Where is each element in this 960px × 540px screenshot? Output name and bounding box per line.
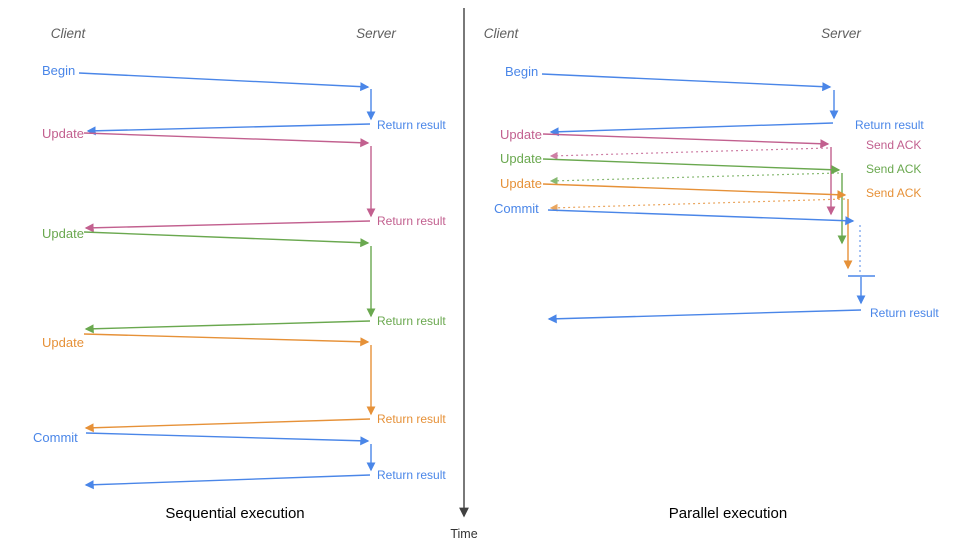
ack-arrow — [549, 198, 846, 212]
message-begin: Begin Return result — [505, 64, 924, 137]
time-axis-label: Time — [450, 527, 477, 540]
response-label: Send ACK — [866, 138, 921, 152]
request-arrow — [85, 432, 370, 446]
message-update-2: Update Return result — [42, 226, 446, 334]
request-arrow — [542, 133, 830, 149]
request-arrow — [78, 72, 370, 92]
response-arrow — [84, 320, 371, 334]
ack-arrow — [549, 147, 829, 160]
request-label: Update — [500, 151, 542, 166]
request-label: Commit — [33, 430, 78, 445]
response-label: Return result — [377, 412, 446, 426]
request-arrow — [541, 73, 832, 92]
message-update-1: Update Return result — [42, 126, 446, 233]
response-label: Return result — [377, 468, 446, 482]
message-begin: Begin Return result — [42, 63, 446, 136]
request-label: Update — [500, 127, 542, 142]
request-label: Update — [42, 335, 84, 350]
panel-title: Parallel execution — [669, 505, 787, 522]
request-label: Begin — [505, 64, 538, 79]
response-label: Return result — [855, 118, 924, 132]
response-arrow — [547, 309, 862, 324]
response-arrow — [549, 122, 834, 137]
message-update-3: Update Return result — [42, 333, 446, 433]
client-lifeline-header: Client — [484, 26, 520, 41]
server-lifeline-header: Server — [356, 26, 396, 41]
message-commit: Commit Return result — [494, 201, 939, 324]
request-label: Update — [42, 126, 84, 141]
sequential-panel: Client Server Begin Return result Update… — [33, 26, 446, 522]
request-arrow — [542, 183, 847, 200]
message-update-3: Update Send ACK — [500, 176, 921, 270]
message-update-2: Update Send ACK — [500, 151, 921, 245]
response-label: Return result — [377, 118, 446, 132]
ack-arrow — [549, 172, 840, 185]
response-arrow — [84, 418, 371, 433]
request-label: Update — [42, 226, 84, 241]
response-label: Send ACK — [866, 186, 921, 200]
client-lifeline-header: Client — [51, 26, 87, 41]
request-label: Commit — [494, 201, 539, 216]
response-arrow — [84, 220, 371, 233]
parallel-panel: Client Server Begin Return result Update… — [484, 26, 940, 522]
request-arrow — [83, 132, 370, 148]
request-label: Begin — [42, 63, 75, 78]
request-arrow — [83, 231, 370, 248]
response-label: Send ACK — [866, 162, 921, 176]
response-arrow — [84, 474, 371, 490]
request-label: Update — [500, 176, 542, 191]
request-arrow — [83, 333, 370, 347]
response-label: Return result — [377, 314, 446, 328]
server-lifeline-header: Server — [821, 26, 861, 41]
response-label: Return result — [377, 214, 446, 228]
message-commit: Commit Return result — [33, 430, 446, 490]
message-update-1: Update Send ACK — [500, 127, 921, 216]
request-arrow — [547, 209, 855, 226]
request-arrow — [542, 158, 841, 175]
response-label: Return result — [870, 306, 939, 320]
panel-title: Sequential execution — [165, 505, 304, 522]
response-arrow — [86, 123, 371, 136]
time-axis: Time — [450, 8, 478, 540]
